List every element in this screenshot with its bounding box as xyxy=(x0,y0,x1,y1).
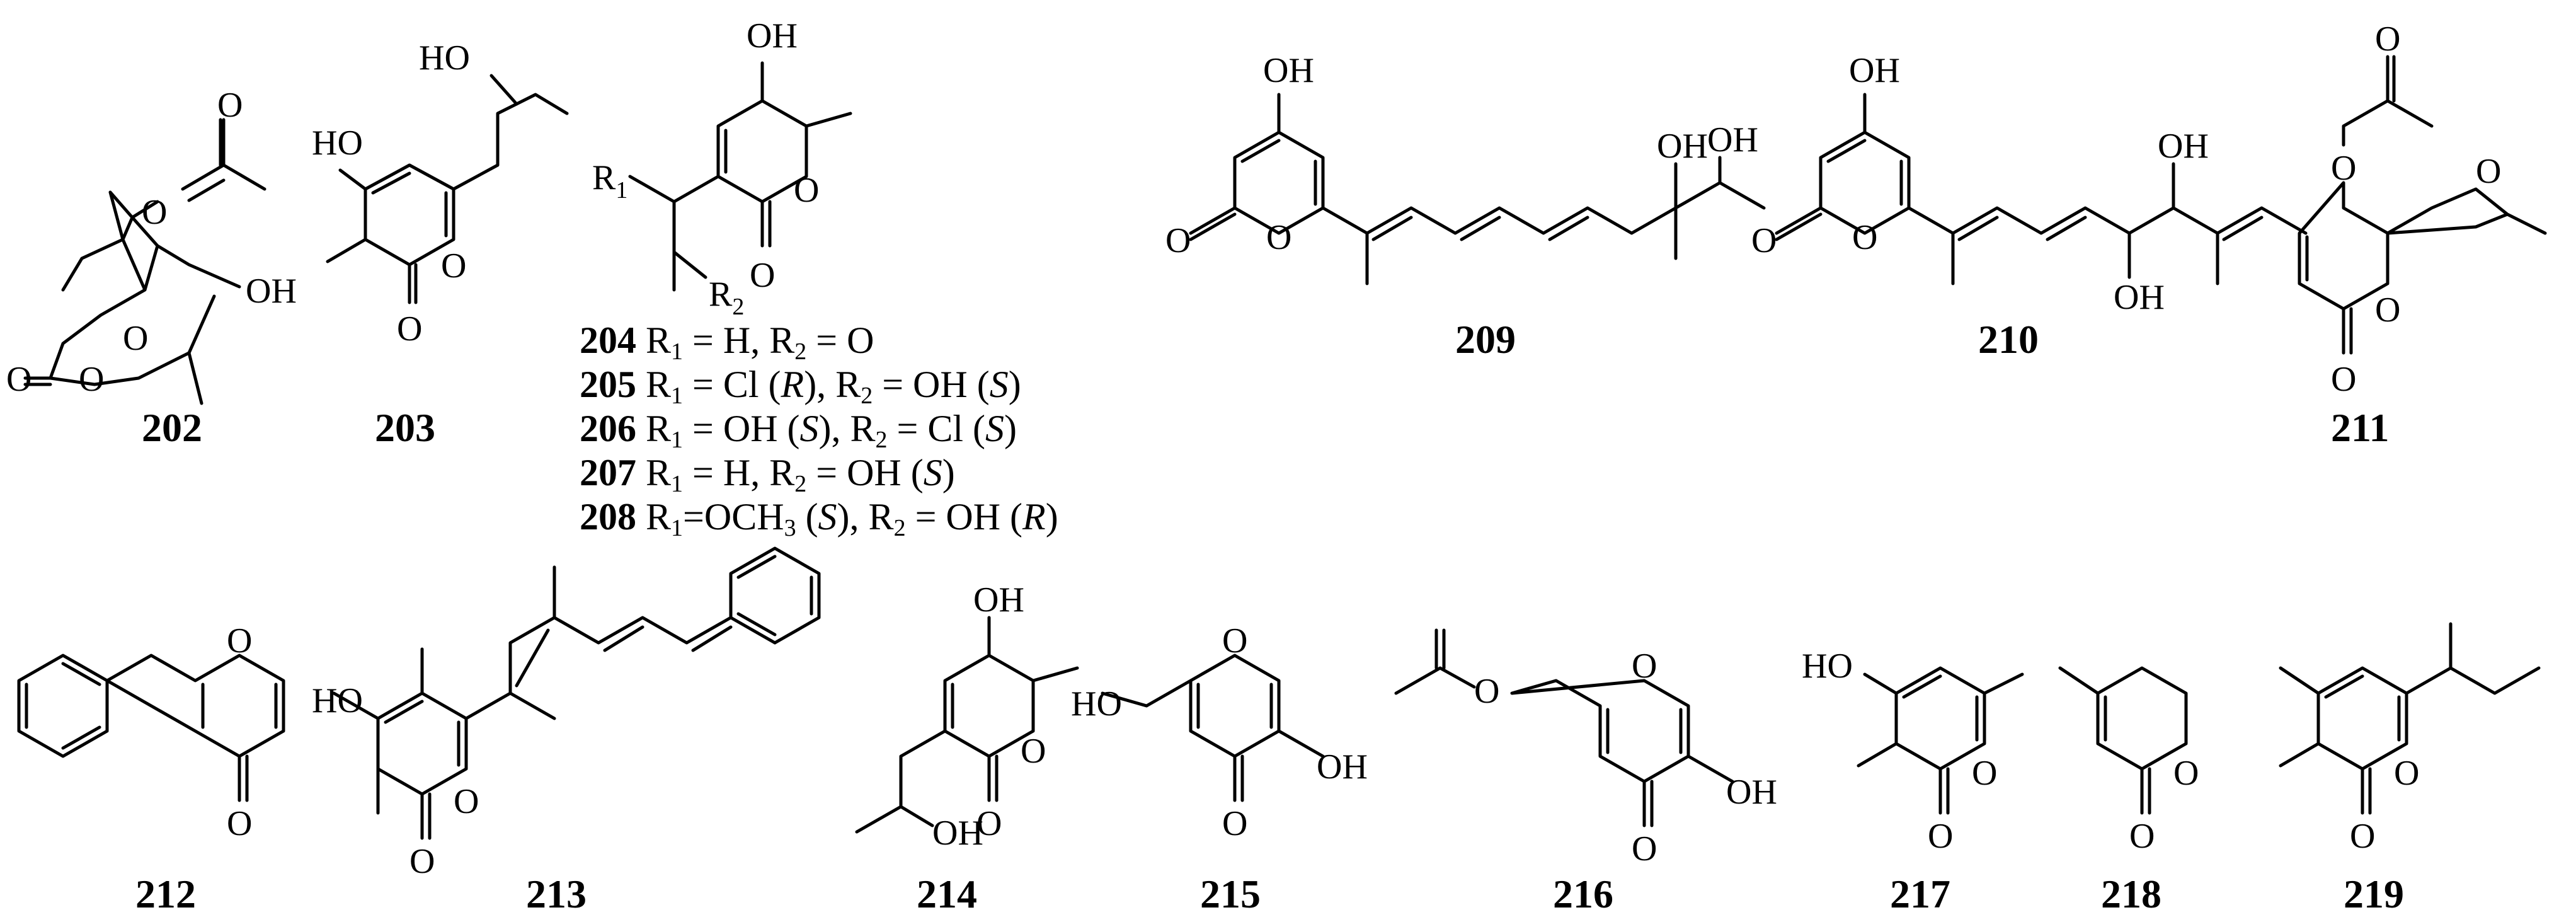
oxygen-label: O xyxy=(409,842,435,881)
oxygen-label: O xyxy=(2394,754,2419,793)
oxygen-label: O xyxy=(227,621,252,660)
oxygen-label: O xyxy=(397,309,422,349)
hydroxyl-label: OH xyxy=(246,272,297,311)
structure-218: O O 218 xyxy=(2058,666,2199,916)
structure-215: HO O O OH 215 xyxy=(1071,621,1368,916)
oxygen-label: O xyxy=(2350,817,2375,856)
oxygen-label: O xyxy=(2173,754,2199,793)
oxygen-label: O xyxy=(1266,218,1291,257)
compound-number: 203 xyxy=(375,405,435,450)
hydroxyl-label: OH xyxy=(1657,127,1708,166)
oxygen-label: O xyxy=(1928,817,1953,856)
substituent-line-208: 208 R1=OCH3 (S), R2 = OH (R) xyxy=(580,496,1058,541)
oxygen-label: O xyxy=(227,804,252,843)
oxygen-label: O xyxy=(6,360,31,399)
oxygen-label: O xyxy=(1632,647,1657,686)
oxygen-label: O xyxy=(2331,360,2356,399)
structure-217: HO O O 217 xyxy=(1802,647,2024,916)
hydroxyl-label: OH xyxy=(2158,127,2209,166)
compound-number: 215 xyxy=(1200,872,1261,916)
compound-number: 209 xyxy=(1455,317,1516,362)
structure-213: HO O O 213 xyxy=(312,546,821,916)
oxygen-label: O xyxy=(976,804,1002,843)
oxygen-label: O xyxy=(1165,221,1191,260)
hydroxyl-label: HO xyxy=(312,681,363,720)
structure-214: OH O O OH 214 xyxy=(855,580,1079,916)
oxygen-label: O xyxy=(1474,672,1499,711)
oxygen-label: O xyxy=(2331,149,2356,188)
hydroxyl-label: HO xyxy=(1802,647,1853,686)
hydroxyl-label: OH xyxy=(1849,51,1900,90)
oxygen-label: O xyxy=(441,246,466,285)
substituent-line-205: 205 R1 = Cl (R), R2 = OH (S) xyxy=(580,364,1021,409)
hydroxyl-label: OH xyxy=(2114,278,2165,317)
structure-219: O O 219 xyxy=(2279,622,2541,916)
structure-211: O O O O O 211 xyxy=(2298,20,2547,450)
substituent-line-207: 207 R1 = H, R2 = OH (S) xyxy=(580,452,955,497)
oxygen-label: O xyxy=(142,193,167,232)
structure-203: HO HO O O 203 xyxy=(312,38,569,450)
structure-204-208: OH O O R1 R2 204 R1 = H, R2 = O 205 R1 =… xyxy=(580,16,1058,541)
oxygen-label: O xyxy=(1021,732,1046,771)
compound-number: 214 xyxy=(917,872,977,916)
hydroxyl-label: OH xyxy=(1317,747,1368,787)
compound-number: 211 xyxy=(2331,405,2389,450)
hydroxyl-label: OH xyxy=(1707,120,1758,159)
oxygen-label: O xyxy=(2476,152,2501,191)
oxygen-label: O xyxy=(1972,754,1997,793)
oxygen-label: O xyxy=(1852,218,1877,257)
r1-label: R1 xyxy=(592,158,627,204)
hydroxyl-label: HO xyxy=(419,38,470,78)
oxygen-label: O xyxy=(1632,829,1657,868)
compound-number: 213 xyxy=(526,872,587,916)
compound-number: 216 xyxy=(1553,872,1613,916)
structure-210: OH O O OH OH 210 xyxy=(1751,51,2308,362)
r2-label: R2 xyxy=(709,275,744,320)
compound-number: 219 xyxy=(2344,872,2404,916)
oxygen-label: O xyxy=(1222,804,1247,843)
hydroxyl-label: OH xyxy=(932,814,983,853)
compound-number: 212 xyxy=(135,872,196,916)
structure-216: O O O OH 216 xyxy=(1394,628,1777,916)
structure-209: OH O O OH OH 209 xyxy=(1165,51,1766,362)
compound-number: 202 xyxy=(142,405,202,450)
hydroxyl-label: HO xyxy=(312,124,363,163)
hydroxyl-label: OH xyxy=(1726,773,1777,812)
compound-number: 217 xyxy=(1890,872,1950,916)
hydroxyl-label: OH xyxy=(1263,51,1314,90)
compound-number: 210 xyxy=(1978,317,2039,362)
oxygen-label: O xyxy=(123,319,148,358)
structure-212: O O 212 xyxy=(17,621,285,916)
oxygen-label: O xyxy=(1751,221,1777,260)
oxygen-label: O xyxy=(79,360,104,399)
substituent-line-206: 206 R1 = OH (S), R2 = Cl (S) xyxy=(580,408,1017,453)
oxygen-label: O xyxy=(794,171,819,210)
oxygen-label: O xyxy=(2375,20,2400,59)
oxygen-label: O xyxy=(217,86,243,125)
oxygen-label: O xyxy=(1222,621,1247,660)
oxygen-label: O xyxy=(454,782,479,821)
oxygen-label: O xyxy=(750,256,775,295)
hydroxyl-label: HO xyxy=(1071,684,1122,723)
structure-202: O O O O O OH 202 xyxy=(6,86,297,450)
oxygen-label: O xyxy=(2129,817,2155,856)
substituent-line-204: 204 R1 = H, R2 = O xyxy=(580,320,874,365)
oxygen-label: O xyxy=(2375,291,2400,330)
compound-number: 218 xyxy=(2101,872,2161,916)
hydroxyl-label: OH xyxy=(747,16,798,55)
hydroxyl-label: OH xyxy=(973,580,1024,619)
